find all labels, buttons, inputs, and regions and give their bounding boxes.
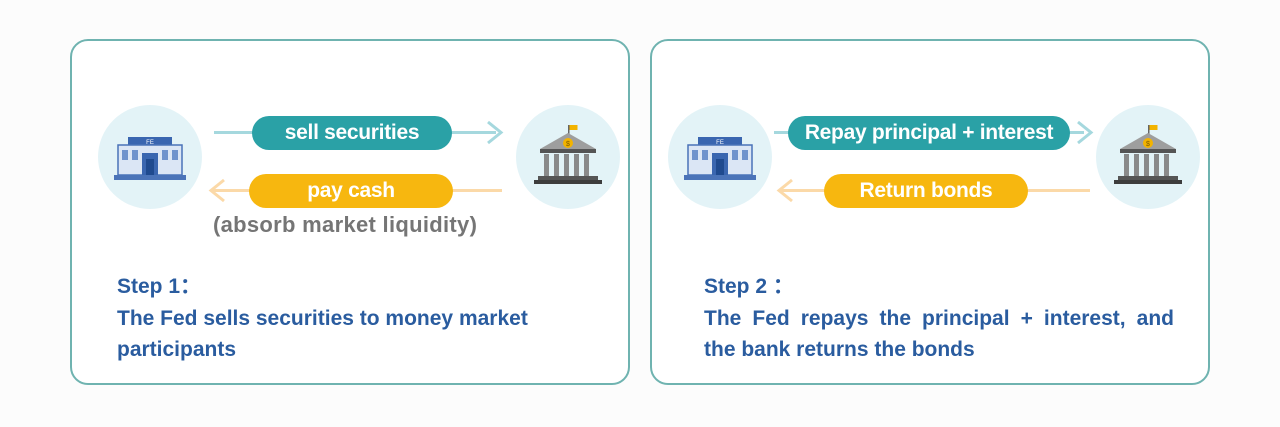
return-bonds-pill: Return bonds <box>824 174 1028 208</box>
step-title: Step 1： <box>117 275 202 298</box>
step-description: The Fed sells securities to money market… <box>117 307 528 361</box>
fed-building-icon: FE <box>668 105 772 209</box>
step-title: Step 2 ： <box>704 275 794 298</box>
step-description: The Fed repays the principal + interest,… <box>704 307 1174 361</box>
svg-text:FE: FE <box>146 140 154 146</box>
bank-icon: $ <box>1096 105 1200 209</box>
svg-text:$: $ <box>1146 141 1150 148</box>
sell-securities-pill: sell securities <box>252 116 452 150</box>
arrow-left-icon <box>208 178 225 203</box>
step-1-panel: FE $ sell <box>70 39 630 385</box>
step-2-panel: FE $ Repa <box>650 39 1210 385</box>
bank-icon: $ <box>516 105 620 209</box>
fed-building-icon: FE <box>98 105 202 209</box>
arrow-left-icon <box>776 178 793 203</box>
pay-cash-pill: pay cash <box>249 174 453 208</box>
svg-text:$: $ <box>566 141 570 148</box>
arrow-right-icon <box>1077 120 1094 145</box>
note-text: (absorb market liquidity) <box>213 212 478 237</box>
svg-text:FE: FE <box>716 140 724 146</box>
arrow-right-icon <box>487 120 504 145</box>
repay-principal-pill: Repay principal + interest <box>788 116 1070 150</box>
